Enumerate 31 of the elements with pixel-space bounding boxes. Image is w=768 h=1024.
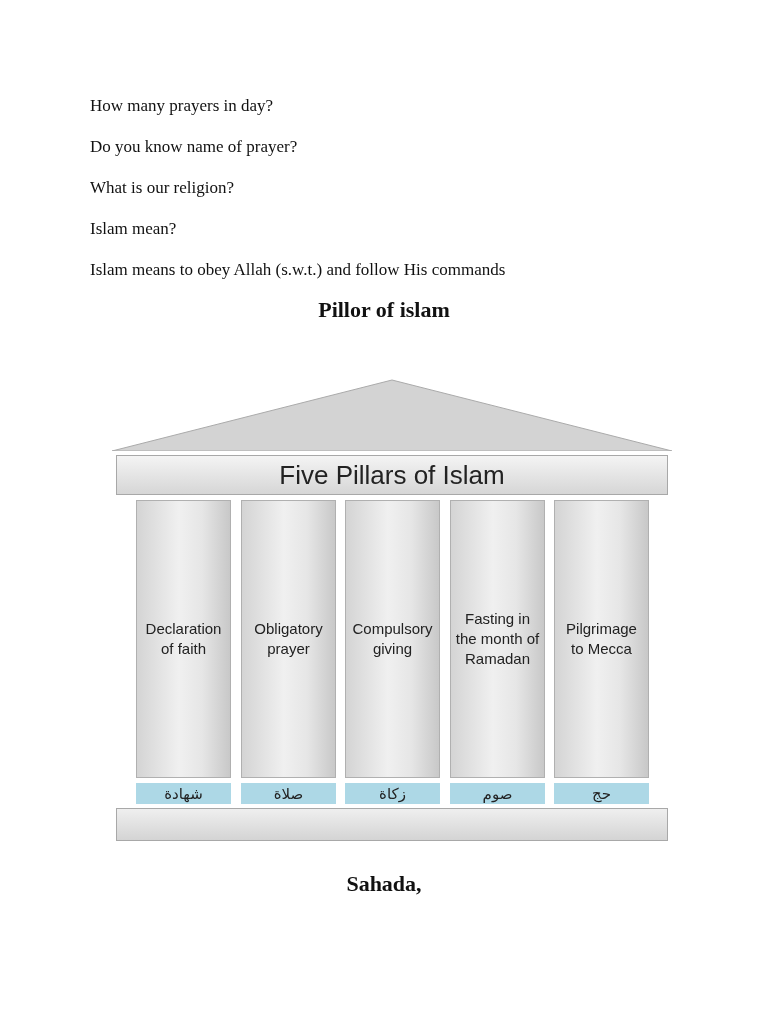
arabic-name: صلاة [273,784,304,803]
arabic-name: صوم [482,784,513,803]
pillar-label: Pilgrimage to Mecca [565,618,638,659]
question-text: How many prayers in day? [90,96,274,116]
roof [112,379,672,451]
pillar [554,500,649,778]
arabic-name: حج [592,784,611,803]
pillar [450,500,545,778]
pillar-label: Fasting in the month of Ramadan [455,608,540,670]
pillar-label: Obligatory prayer [253,618,324,659]
name-plate [241,783,336,804]
beam [116,455,668,495]
pillar [345,500,440,778]
pillar [241,500,336,778]
arabic-name: شهادة [164,784,203,803]
base-step [116,808,668,841]
pillar-label: Declaration of faith [144,618,223,659]
question-text: Islam mean? [90,219,177,239]
question-text: Islam means to obey Allah (s.w.t.) and follow His commands [90,260,506,280]
name-plate [450,783,545,804]
name-plate [136,783,231,804]
arabic-name: زكاة [379,784,406,803]
name-plate [345,783,440,804]
pillar-label: Compulsory giving [351,618,434,659]
beam-title: Five Pillars of Islam [279,459,505,491]
page-title: Pillor of islam [317,297,451,323]
name-plate [554,783,649,804]
section-heading: Sahada, [345,871,423,897]
pillar [136,500,231,778]
question-text: Do you know name of prayer? [90,137,298,157]
question-text: What is our religion? [90,178,234,198]
